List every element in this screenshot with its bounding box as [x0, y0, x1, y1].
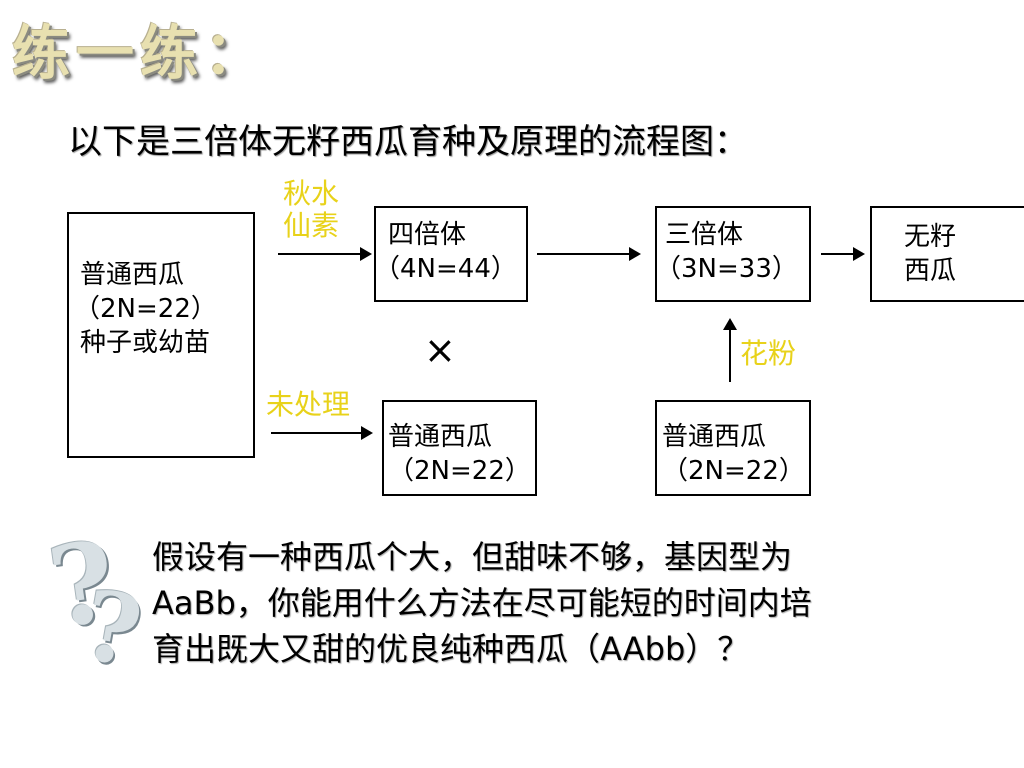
intro-text: 以下是三倍体无籽西瓜育种及原理的流程图： — [68, 122, 748, 162]
treatment-bottom-label: 未处理 — [266, 388, 351, 421]
arrow-to-tetraploid-line — [278, 253, 362, 255]
normal-right-line1: 普通西瓜 — [662, 422, 767, 452]
pollen-arrow-head — [723, 318, 737, 330]
pollen-arrow-line — [729, 330, 731, 382]
normal-right-line2: （2N=22） — [662, 456, 805, 486]
question-line1: 假设有一种西瓜个大，但甜味不够，基因型为 — [152, 538, 793, 576]
start-box-line1: 普通西瓜 — [80, 260, 185, 290]
tetraploid-line2: （4N=44） — [374, 254, 517, 284]
page-heading: 练一练： — [12, 19, 269, 87]
arrow-to-triploid-line — [537, 253, 631, 255]
arrow-to-triploid-head — [629, 247, 641, 261]
normal-left-text: 普通西瓜 （2N=22） — [388, 420, 531, 488]
normal-box-left — [382, 400, 537, 496]
arrow-to-tetraploid-head — [360, 247, 372, 261]
question-line2: AaBb，你能用什么方法在尽可能短的时间内培 — [152, 584, 812, 622]
triploid-text: 三倍体 （3N=33） — [655, 218, 798, 286]
normal-right-text: 普通西瓜 （2N=22） — [662, 420, 805, 488]
start-box-line3: 种子或幼苗 — [80, 328, 211, 358]
treatment-top-line2: 仙素 — [283, 209, 340, 242]
tetraploid-line1: 四倍体 — [388, 220, 467, 250]
question-text: 假设有一种西瓜个大，但甜味不够，基因型为 AaBb，你能用什么方法在尽可能短的时… — [152, 534, 982, 672]
arrow-to-seedless-line — [821, 253, 855, 255]
pollen-label: 花粉 — [740, 337, 797, 370]
start-box — [67, 212, 255, 458]
seedless-line2: 西瓜 — [904, 256, 957, 286]
seedless-text: 无籽 西瓜 — [904, 220, 956, 288]
tetraploid-box — [374, 206, 528, 302]
arrow-to-normal-head — [361, 426, 373, 440]
start-box-line2: （2N=22） — [74, 294, 217, 324]
seedless-box — [870, 206, 1024, 302]
question-line3: 育出既大又甜的优良纯种西瓜（AAbb）？ — [152, 630, 750, 668]
normal-box-right — [655, 400, 811, 496]
cross-symbol: × — [424, 328, 456, 372]
seedless-line1: 无籽 — [904, 222, 957, 252]
triploid-line1: 三倍体 — [665, 220, 744, 250]
arrow-to-normal-line — [271, 432, 363, 434]
arrow-to-seedless-head — [853, 247, 865, 261]
tetraploid-text: 四倍体 （4N=44） — [374, 218, 517, 286]
triploid-line2: （3N=33） — [655, 254, 798, 284]
start-box-text: 普通西瓜 （2N=22） 种子或幼苗 — [74, 258, 217, 360]
normal-left-line1: 普通西瓜 — [388, 422, 493, 452]
triploid-box — [655, 206, 811, 302]
treatment-top-line1: 秋水 — [283, 177, 340, 210]
normal-left-line2: （2N=22） — [388, 456, 531, 486]
treatment-top-label: 秋水 仙素 — [283, 178, 339, 242]
